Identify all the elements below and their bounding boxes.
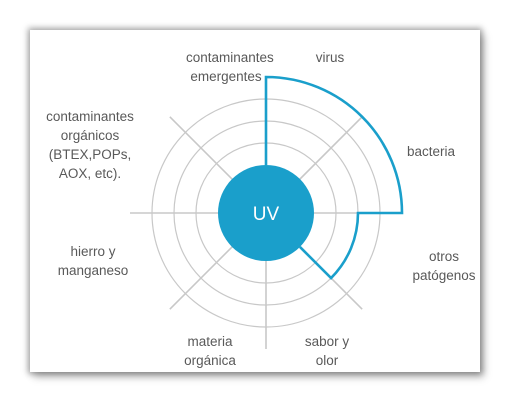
label-bacteria: bacteria (406, 144, 456, 159)
label-contaminantes-organicos: contaminantes orgánicos (BTEX,POPs, AOX,… (40, 107, 140, 183)
center-circle (218, 165, 314, 261)
label-materia-organica: materia orgánica (170, 332, 250, 370)
label-contaminantes-emergentes-l1: contaminantes (186, 50, 274, 65)
label-hierro-manganeso: hierro y manganeso (48, 242, 138, 280)
label-contaminantes-organicos-l1: contaminantes (46, 109, 134, 124)
label-hierro-manganeso-l2: manganeso (57, 263, 129, 278)
label-materia-organica-l1: materia (187, 334, 233, 349)
label-sabor-olor-l1: sabor y (304, 334, 350, 349)
center-label: UV (252, 204, 280, 225)
label-otros-patogenos-l2: patógenos (412, 268, 476, 283)
label-sabor-olor: sabor y olor (292, 332, 362, 370)
label-virus: virus (315, 50, 345, 65)
label-contaminantes-emergentes-l2: emergentes (190, 69, 262, 84)
uv-coverage-outline (264, 75, 404, 280)
label-otros-patogenos-l1: otros (428, 249, 459, 264)
label-materia-organica-l2: orgánica (184, 353, 236, 368)
label-otros-patogenos: otros patógenos (409, 247, 479, 285)
label-contaminantes-emergentes: contaminantes emergentes (186, 48, 274, 86)
label-sabor-olor-l2: olor (315, 353, 339, 368)
label-contaminantes-organicos-l2: orgánicos (60, 128, 120, 143)
label-contaminantes-organicos-l4: AOX, etc). (58, 166, 122, 181)
label-contaminantes-organicos-l3: (BTEX,POPs, (48, 147, 132, 162)
label-hierro-manganeso-l1: hierro y (70, 244, 116, 259)
